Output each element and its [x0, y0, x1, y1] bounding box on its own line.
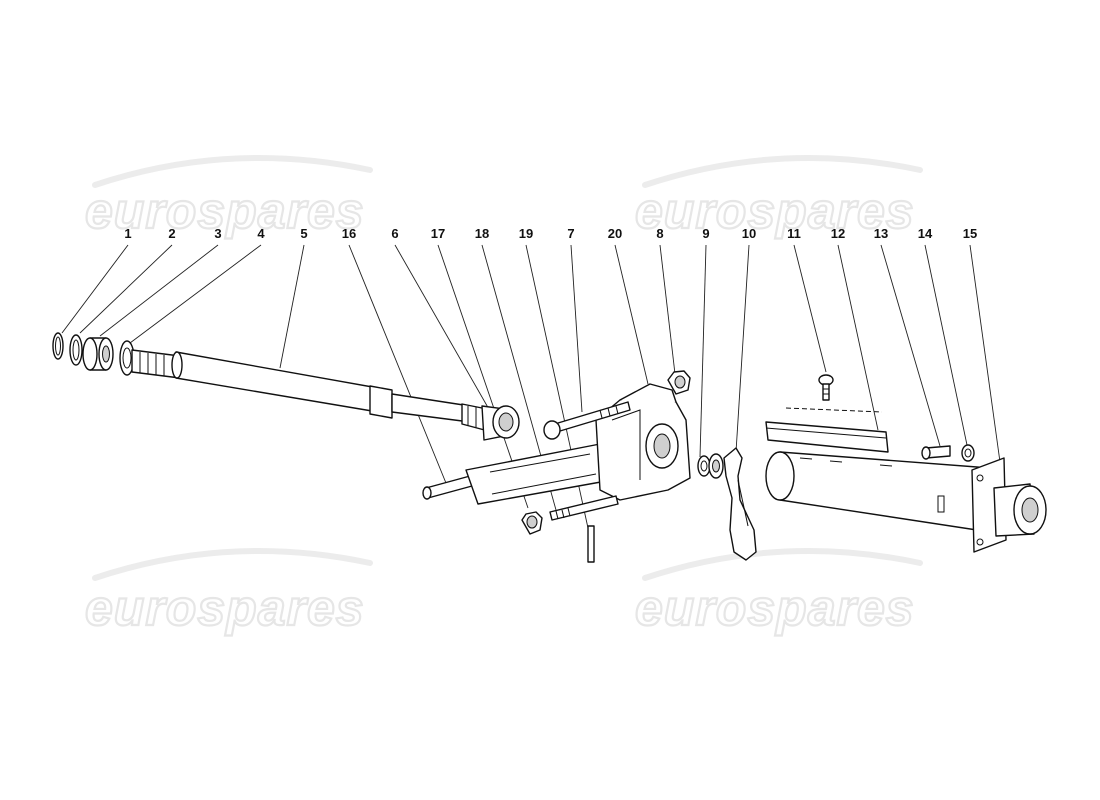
watermark-top-left: eurospares [84, 155, 373, 240]
part-18-threaded-rod [549, 495, 619, 521]
watermark-group: eurospares eurospares eurospares eurospa… [84, 155, 923, 637]
leader-line-3 [99, 244, 219, 337]
label-part-11: 11 [787, 226, 801, 241]
watermark-text: eurospares [635, 183, 915, 239]
label-part-9: 9 [702, 226, 709, 241]
label-part-7: 7 [567, 226, 574, 241]
leader-line-4 [129, 244, 262, 344]
watermark-bottom-right: eurospares [634, 548, 923, 637]
part-19-pin [587, 525, 595, 563]
leader-line-14 [924, 244, 968, 446]
part-labels: 1 2 3 4 5 16 6 17 18 19 7 20 8 9 10 11 1… [124, 226, 977, 241]
leader-line-6 [394, 244, 495, 419]
part-2-circlip [69, 334, 83, 366]
label-part-3: 3 [214, 226, 221, 241]
watermark-text: eurospares [85, 580, 365, 636]
label-part-20: 20 [608, 226, 622, 241]
part-20-bracket [465, 383, 691, 505]
label-part-2: 2 [168, 226, 175, 241]
leader-line-20 [614, 244, 649, 385]
leader-line-10 [735, 244, 750, 453]
watermark-text: eurospares [85, 183, 365, 239]
part-12-strip [765, 407, 889, 453]
label-part-12: 12 [831, 226, 845, 241]
part-9-washer [697, 453, 724, 479]
leader-line-2 [79, 244, 173, 334]
label-part-10: 10 [742, 226, 756, 241]
part-11-screw [818, 374, 834, 401]
watermark-swoosh [92, 548, 373, 581]
part-7-bolt [543, 401, 631, 440]
label-part-6: 6 [391, 226, 398, 241]
part-14-washer [961, 444, 975, 462]
part-10-lever [723, 447, 757, 561]
leader-line-7 [570, 244, 583, 413]
label-part-14: 14 [918, 226, 933, 241]
label-part-17: 17 [431, 226, 445, 241]
label-part-18: 18 [475, 226, 489, 241]
leader-line-12 [837, 244, 879, 431]
part-13-bolt [921, 445, 951, 460]
label-part-8: 8 [656, 226, 663, 241]
watermark-bottom-left: eurospares [84, 548, 373, 637]
watermark-swoosh [642, 155, 923, 188]
leader-line-11 [793, 244, 827, 373]
label-part-1: 1 [124, 226, 131, 241]
leader-line-16 [348, 244, 449, 489]
label-part-16: 16 [342, 226, 356, 241]
leader-line-1 [61, 244, 129, 334]
part-6-bushing [481, 405, 520, 441]
leader-line-8 [659, 244, 676, 375]
label-part-13: 13 [874, 226, 888, 241]
leader-line-13 [880, 244, 941, 447]
watermark-top-right: eurospares [634, 155, 923, 240]
part-3-bearing [82, 337, 114, 371]
label-part-4: 4 [257, 226, 265, 241]
label-part-15: 15 [963, 226, 977, 241]
part-16-pivot-pin [422, 475, 473, 500]
watermark-swoosh [92, 155, 373, 188]
leader-line-9 [699, 244, 707, 458]
watermark-swoosh [642, 548, 923, 581]
part-5-steering-shaft [131, 349, 493, 433]
label-part-5: 5 [300, 226, 307, 241]
leader-lines [61, 244, 1001, 529]
part-1-circlip [52, 332, 64, 360]
part-8-nut [667, 370, 691, 395]
leader-line-5 [279, 244, 305, 369]
part-15-column-tube [765, 451, 1047, 553]
leader-line-15 [969, 244, 1001, 463]
watermark-text: eurospares [635, 580, 915, 636]
part-17-nut [521, 511, 543, 535]
label-part-19: 19 [519, 226, 533, 241]
